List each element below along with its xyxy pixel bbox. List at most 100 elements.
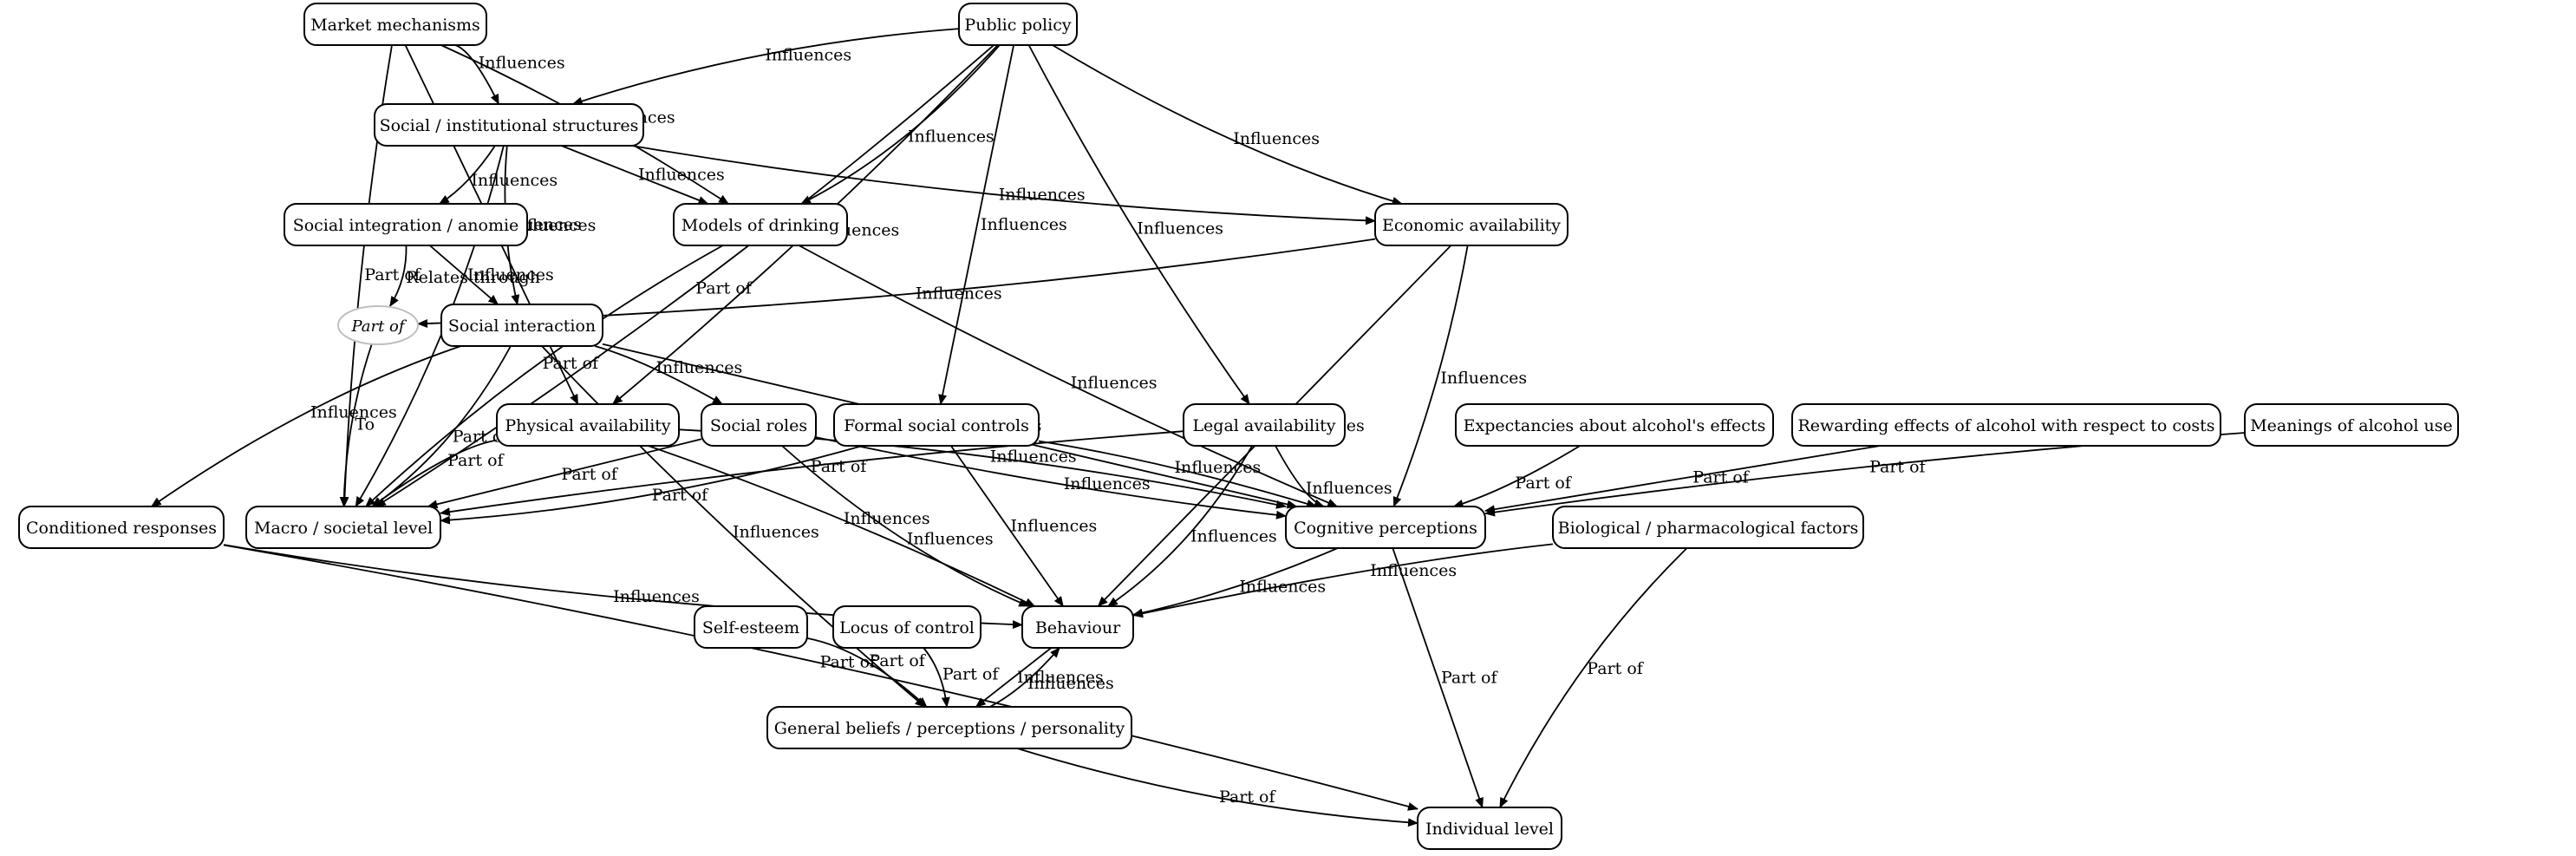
edge-label: Influences <box>1233 129 1320 148</box>
node-label: Expectancies about alcohol's effects <box>1464 416 1766 435</box>
node-social-inter[interactable]: Social interaction <box>440 304 603 347</box>
node-label: General beliefs / perceptions / personal… <box>774 719 1125 738</box>
node-label: Physical availability <box>505 416 671 435</box>
node-physical[interactable]: Physical availability <box>496 403 680 447</box>
edge-label: Part of <box>1219 787 1276 807</box>
edge-behaviour-to-general <box>975 647 1052 708</box>
node-partof-node[interactable]: Part of <box>337 305 419 345</box>
edge-formal-to-behaviour <box>950 445 1064 607</box>
edge-models-to-cognitive <box>798 245 1339 507</box>
edge-legal-to-behaviour <box>1107 445 1253 607</box>
edge-label: To <box>355 415 375 435</box>
edge-econ-to-cognitive <box>1392 245 1469 507</box>
node-shape <box>1417 807 1562 850</box>
node-legal[interactable]: Legal availability <box>1183 403 1346 447</box>
node-label: Public policy <box>964 16 1071 35</box>
edge-social_inter-to-conditioned <box>150 345 461 507</box>
node-label: Social roles <box>710 416 807 435</box>
edge-label: Part of <box>942 665 1000 684</box>
edge-policy-to-social_inst <box>571 28 960 106</box>
node-cognitive[interactable]: Cognitive perceptions <box>1285 506 1486 549</box>
edge-social_inst-to-models <box>561 145 709 205</box>
edge-cognitive-to-behaviour <box>1132 547 1339 617</box>
edge-social_integ-to-partof_node <box>389 245 408 307</box>
edge-label: Influences <box>510 216 597 235</box>
edge-market-to-social_inst <box>454 44 500 105</box>
node-label: Social interaction <box>448 317 596 336</box>
node-shape <box>1791 403 2221 447</box>
node-expect[interactable]: Expectancies about alcohol's effects <box>1455 403 1774 447</box>
edge-policy-to-models <box>800 44 1001 205</box>
edge-locus-to-general <box>923 647 950 708</box>
node-bio[interactable]: Biological / pharmacological factors <box>1552 506 1864 549</box>
node-label: Economic availability <box>1382 216 1561 235</box>
node-shape <box>245 506 441 549</box>
edge-bio-to-behaviour <box>1132 543 1554 618</box>
node-meanings[interactable]: Meanings of alcohol use <box>2244 403 2459 447</box>
node-social-inst[interactable]: Social / institutional structures <box>374 103 644 147</box>
edge-physical-to-behaviour <box>648 445 1036 607</box>
node-econ[interactable]: Economic availability <box>1374 203 1568 246</box>
edge-roles-to-behaviour <box>781 445 1030 607</box>
node-conditioned[interactable]: Conditioned responses <box>18 506 225 549</box>
node-shape <box>2244 403 2459 447</box>
edge-label: Part of <box>652 486 709 505</box>
edge-label: Part of <box>364 265 421 284</box>
edge-label: Influences <box>1071 374 1158 393</box>
node-formal[interactable]: Formal social controls <box>833 403 1040 447</box>
node-label: Meanings of alcohol use <box>2250 416 2453 435</box>
node-general[interactable]: General beliefs / perceptions / personal… <box>766 706 1132 749</box>
node-models[interactable]: Models of drinking <box>673 203 848 246</box>
edge-label: Influences <box>999 185 1086 204</box>
edge-label: Influences <box>916 284 1002 304</box>
node-label: Conditioned responses <box>26 519 217 538</box>
edge-label: Influences <box>467 265 554 284</box>
node-label: Macro / societal level <box>254 519 433 538</box>
node-reward[interactable]: Rewarding effects of alcohol with respec… <box>1791 403 2221 447</box>
node-label: Social / institutional structures <box>380 116 639 135</box>
edge-label: Part of <box>1515 474 1572 493</box>
node-social-integ[interactable]: Social integration / anomie <box>284 203 528 246</box>
node-macro[interactable]: Macro / societal level <box>245 506 441 549</box>
edge-label: Part of <box>561 465 618 484</box>
node-shape <box>337 305 419 345</box>
edge-label: Influences <box>1239 578 1326 597</box>
edge-label: Influences <box>1440 369 1527 388</box>
node-market[interactable]: Market mechanisms <box>303 3 487 46</box>
node-individual[interactable]: Individual level <box>1417 807 1562 850</box>
node-label: Rewarding effects of alcohol with respec… <box>1797 416 2214 435</box>
edge-label: Part of <box>447 451 505 470</box>
edge-general-to-individual <box>1017 748 1418 827</box>
node-roles[interactable]: Social roles <box>701 403 817 447</box>
edge-label: Part of <box>1869 457 1927 476</box>
node-shape <box>701 403 817 447</box>
edge-label: Influences <box>1175 458 1262 477</box>
node-locus[interactable]: Locus of control <box>832 605 981 649</box>
edge-roles-to-cognitive <box>815 436 1287 519</box>
node-shape <box>1183 403 1346 447</box>
node-shape <box>1285 506 1486 549</box>
edge-expect-to-cognitive <box>1452 445 1581 508</box>
node-label: Behaviour <box>1035 618 1121 637</box>
edge-formal-to-macro <box>440 445 863 525</box>
node-selfesteem[interactable]: Self-esteem <box>694 605 808 649</box>
node-label: Self-esteem <box>702 618 799 637</box>
edge-label: Part of <box>1587 659 1644 678</box>
node-shape <box>284 203 528 246</box>
edge-label: Influences <box>1306 479 1392 498</box>
node-shape <box>766 706 1132 749</box>
edge-label: Influences <box>1370 561 1457 580</box>
node-shape <box>832 605 981 649</box>
node-shape <box>440 304 603 347</box>
edge-label: Influences <box>908 127 995 147</box>
edge-label: Influences <box>765 46 851 65</box>
node-policy[interactable]: Public policy <box>958 3 1078 46</box>
node-shape <box>694 605 808 649</box>
node-shape <box>374 103 644 147</box>
edge-label: Part of <box>1692 467 1750 487</box>
edge-label: Part of <box>869 651 926 670</box>
node-behaviour[interactable]: Behaviour <box>1021 605 1134 649</box>
